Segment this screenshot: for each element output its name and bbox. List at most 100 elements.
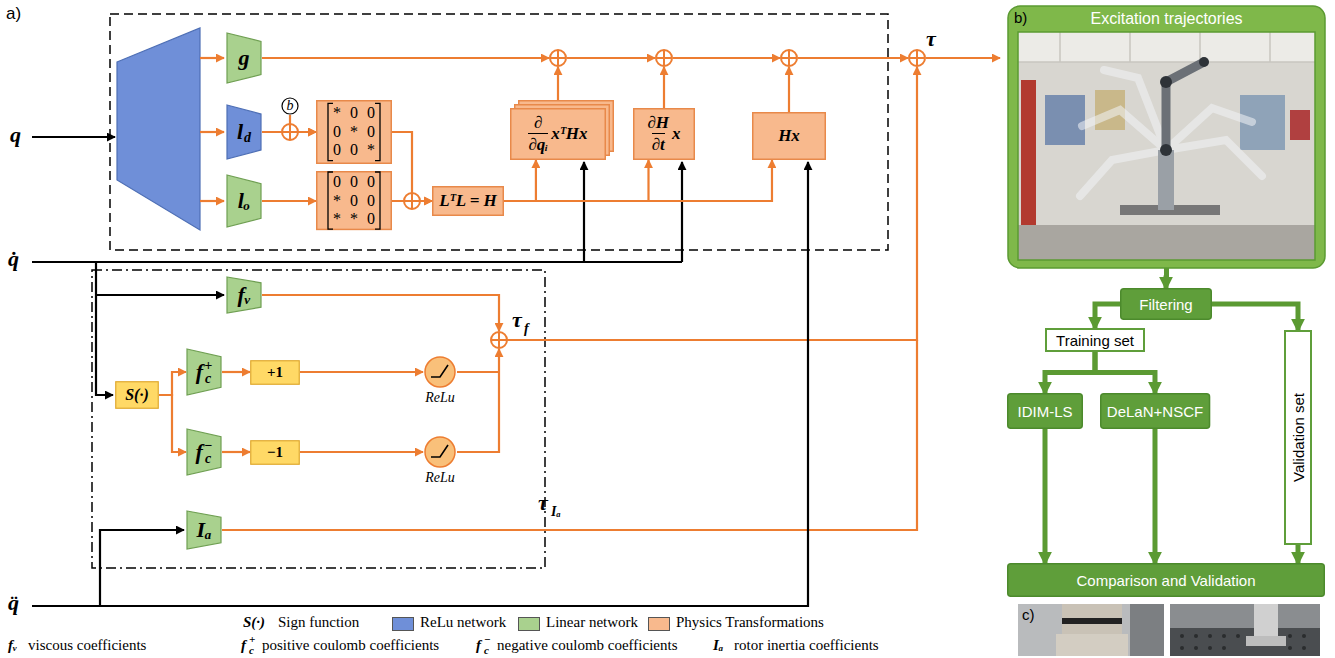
sensor-photos [1018,604,1320,656]
panel-label: b) [1014,9,1027,26]
node-text: DeLaN+NSCF [1107,403,1203,420]
linear-network: f+c [186,348,222,396]
connector [504,160,772,201]
connector [1164,268,1170,288]
node-text: xᵀHx [551,124,587,144]
linear-network: f−c [186,428,222,476]
panel-label: a) [6,4,21,24]
physics-box: LᵀL = H [432,186,504,216]
node-text: 0 0 0 [333,173,375,191]
superscript: − [484,634,491,645]
node-text: lₒ [238,188,251,214]
matrix-box: * 0 00 * 00 0 * [316,100,392,164]
node-text: −1 [267,444,283,461]
connector [222,371,250,373]
legend-symbol: f [241,637,246,654]
input-label: q [10,122,21,148]
signal-lines [200,58,1000,530]
legend-text: Linear network [546,614,638,631]
legend-swatch [392,617,414,631]
node-text: 0 * 0 [333,123,375,141]
node-text: f [196,359,203,385]
legend-swatch [648,617,670,631]
input-lines [32,137,808,606]
relu-network: ld [226,104,262,160]
legend-symbol: f [476,637,481,654]
constant-box: −1 [250,440,300,465]
connector [262,200,316,202]
subscript: Iₐ [551,505,561,519]
relu-network [117,28,200,230]
node-text: * 0 0 [333,104,375,122]
node-text: Hx [778,126,800,146]
node-text: ∂H [647,113,669,133]
connector [504,160,536,201]
data-box: Validation set [1284,330,1312,545]
superscript: + [249,634,255,645]
output-label: τ [926,26,936,52]
legend-symbol: Iₐ [713,637,723,654]
node-text: ∂t [652,133,665,155]
connector [300,451,423,453]
legend-text: Sign function [278,614,359,631]
panel-box: Excitation trajectories [1008,6,1325,268]
node-text: Excitation trajectories [1090,10,1242,28]
process-box: Filtering [1120,288,1212,320]
node-text: g [239,45,250,71]
subscript: f [524,322,529,336]
physics-box: ∂∂qᵢxᵀHx [510,108,606,160]
node-text: Training set [1056,332,1134,349]
output-label: τ [538,490,548,516]
node-text: 0 0 * [333,141,375,159]
node-text: f [196,439,203,465]
connector [159,372,186,395]
legend-symbol: S(·) [243,614,265,631]
linear-network: fᵥ [226,276,262,314]
connector [1095,304,1120,328]
node-text: l [237,119,243,145]
node-text: * 0 0 [333,192,375,210]
robot-photo [1018,32,1315,260]
node-text: Filtering [1139,296,1192,313]
bias-circle: b [281,97,299,115]
linear-network: Iₐ [186,510,222,550]
connector [222,451,250,453]
connector [1212,304,1298,330]
node-text: IDIM-LS [1017,403,1072,420]
output-label: τ [512,307,522,333]
node-text: Comparison and Validation [1077,572,1256,589]
node-text: − [204,439,212,453]
connector [159,395,186,452]
constant-box: +1 [250,360,300,385]
input-label: q̇ [8,246,19,272]
node-text: * * 0 [333,210,375,228]
relu-network-shape [226,104,262,160]
node-text: S(·) [125,386,149,404]
legend-text: Physics Transformations [676,614,824,631]
connector [1152,429,1157,563]
panel-label: c) [1022,606,1035,623]
legend-symbol: fᵥ [8,637,17,654]
connector [392,132,432,201]
process-box: Comparison and Validation [1007,563,1325,597]
connector [1095,352,1155,393]
node-text: b [287,99,294,113]
connector [1296,545,1301,563]
connector [300,371,423,373]
node-text: Iₐ [196,517,211,543]
process-box: IDIM-LS [1007,393,1083,429]
legend-text: positive coulomb coefficients [262,637,439,654]
legend-text: rotor inertia coefficients [734,637,879,654]
node-text: ReLu [425,470,455,486]
dashdot-region [92,270,545,568]
legend-text: ReLu network [420,614,506,631]
node-text: c [205,372,211,386]
node-text: fᵥ [237,282,250,308]
node-text: +1 [267,364,283,381]
physics-box: ∂H∂tx [633,108,695,160]
matrix-box: 0 0 0* 0 0* * 0 [316,171,392,230]
relu-activation: ReLu [423,356,457,406]
sign-box: S(·) [115,381,159,409]
physics-box: Hx [752,112,826,160]
process-box: DeLaN+NSCF [1100,393,1210,429]
